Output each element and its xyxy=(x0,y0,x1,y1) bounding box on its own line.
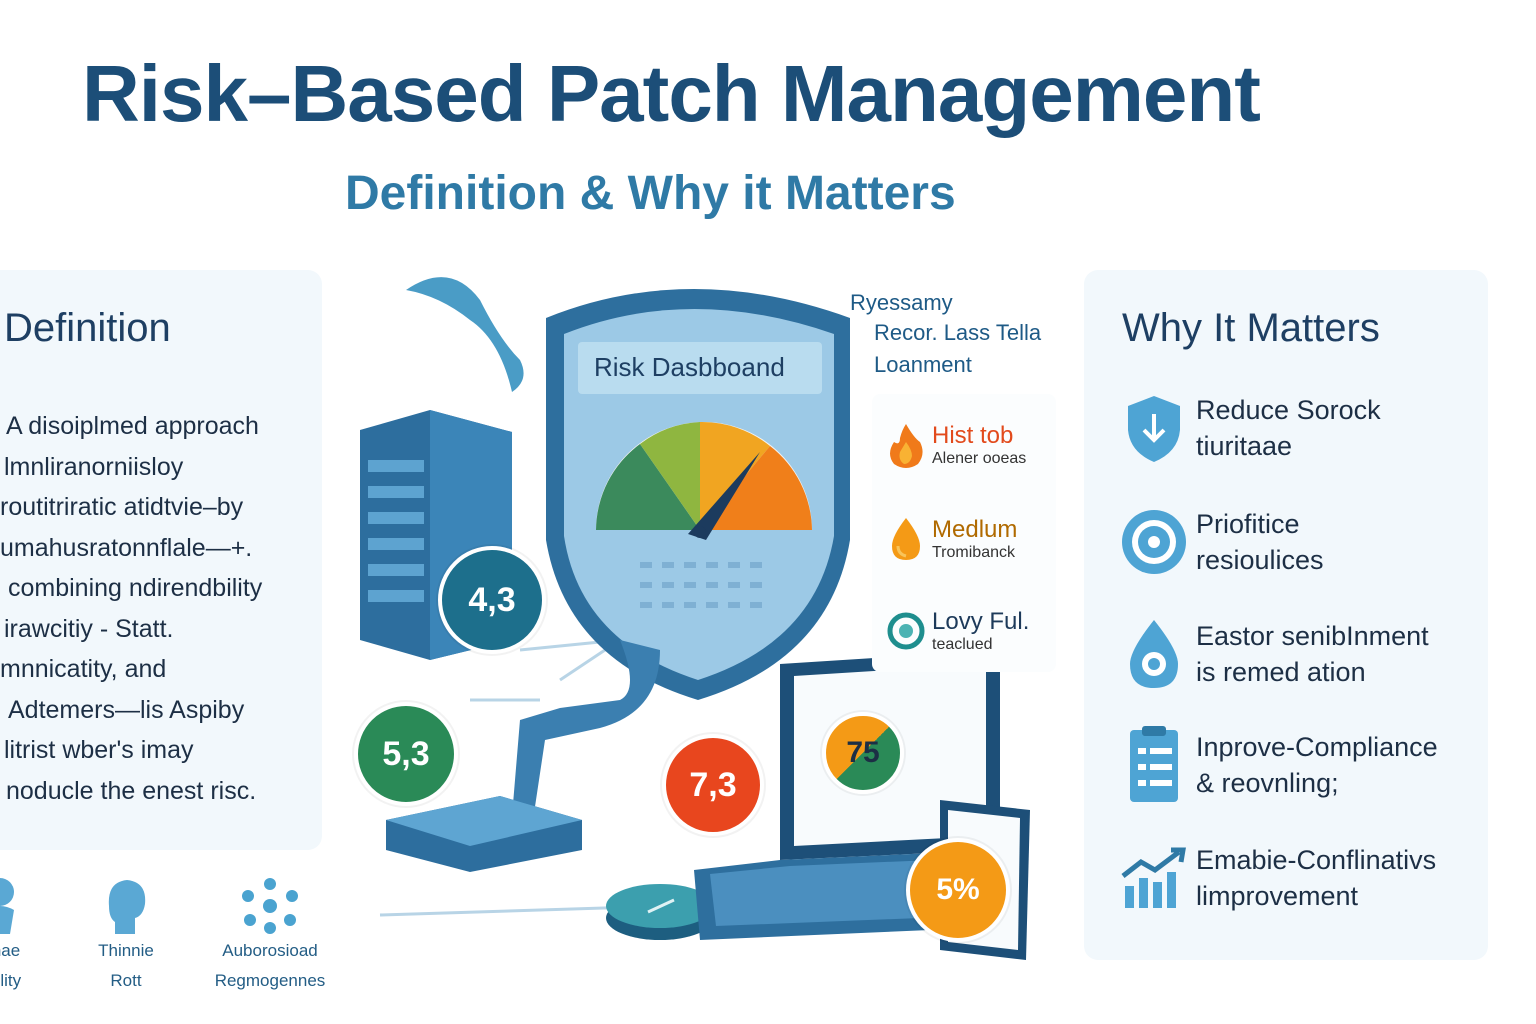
definition-line: mnnicatity, and xyxy=(0,655,167,683)
legend-item-sub: Alener ooeas xyxy=(932,450,1027,467)
shield-down-icon xyxy=(1128,396,1180,462)
why-item-2: Priofitice resioulices xyxy=(1112,506,1482,578)
recycle-icon xyxy=(887,612,925,650)
why-item-text: Emabie-Conflinativs xyxy=(1196,845,1437,875)
score-bubble-orange: 5% xyxy=(906,838,1010,942)
why-item-text: Priofitice xyxy=(1196,509,1300,539)
dashboard-label: Risk Dasbboand xyxy=(594,352,785,382)
why-item-text: Reduce Sorock xyxy=(1196,395,1381,425)
bottom-item-label: Rott xyxy=(110,971,142,990)
checklist-icon xyxy=(1130,726,1178,802)
growth-chart-icon xyxy=(1121,847,1186,908)
why-item-text: tiuritaae xyxy=(1196,431,1293,461)
network-icon xyxy=(242,878,298,934)
target-icon xyxy=(1122,510,1186,574)
why-panel xyxy=(1084,270,1488,960)
bottom-item-label: dlity xyxy=(0,971,22,990)
legend-item-high: Hist tob Alener ooeas xyxy=(884,420,1026,470)
definition-line: umahusratonnflale—+. xyxy=(0,533,253,562)
page-title: Risk–Based Patch Management xyxy=(82,49,1261,138)
why-item-1: Reduce Sorock tiuritaae xyxy=(1112,392,1482,464)
legend-item-low: Lovy Ful. teaclued xyxy=(884,606,1029,656)
legend-item-title: Medlum xyxy=(932,516,1018,543)
head-icon xyxy=(108,880,146,934)
why-item-text: & reovnling; xyxy=(1196,768,1339,798)
person-icon xyxy=(0,878,14,934)
drop-icon xyxy=(1130,620,1178,688)
puck-icon xyxy=(606,884,714,940)
definition-line: litrist wber's imay xyxy=(4,736,194,764)
definition-heading: Definition xyxy=(4,306,171,350)
definition-text: A disoiplmed approach lmnliranorniisloy … xyxy=(0,406,322,811)
why-heading: Why It Matters xyxy=(1122,306,1380,350)
why-item-3: Eastor senibInment is remed ation xyxy=(1112,616,1482,692)
bottom-item-label: nae xyxy=(0,941,21,960)
why-item-text: limprovement xyxy=(1196,881,1359,911)
bottom-item-label: Thinnie xyxy=(98,941,154,960)
score-bubble-green: 5,3 xyxy=(354,702,458,806)
bottom-item-2: Thinnie Rott xyxy=(56,876,196,996)
bottom-item-label: Auborosioad xyxy=(222,941,318,960)
definition-line: A disoiplmed approach xyxy=(6,412,259,440)
definition-line: irawcitiy - Statt. xyxy=(4,614,174,643)
why-item-text: is remed ation xyxy=(1196,657,1366,687)
why-item-text: resioulices xyxy=(1196,545,1324,575)
why-item-4: Inprove-Compliance & reovnling; xyxy=(1112,724,1482,806)
page-subtitle: Definition & Why it Matters xyxy=(345,167,956,220)
central-illustration xyxy=(360,277,1030,960)
why-item-text: Eastor senibInment xyxy=(1196,621,1429,651)
risk-gauge xyxy=(596,421,812,540)
bottom-item-1: nae dlity xyxy=(0,876,76,996)
stand-icon xyxy=(386,640,660,872)
definition-panel xyxy=(0,270,322,850)
legend-header-line: Ryessamy xyxy=(850,290,953,315)
legend-header-line: Recor. Lass Tella xyxy=(874,320,1042,345)
why-item-text: Inprove-Compliance xyxy=(1196,732,1438,762)
bottom-item-3: Auborosioad Regmogennes xyxy=(200,876,340,996)
definition-line: lmnliranorniisloy xyxy=(4,452,184,481)
score-bubble-red: 7,3 xyxy=(662,734,764,836)
definition-line: Adtemers—lis Aspiby xyxy=(8,695,245,724)
legend-item-sub: teaclued xyxy=(932,636,993,653)
legend-item-title: Lovy Ful. xyxy=(932,608,1030,635)
why-item-5: Emabie-Conflinativs limprovement xyxy=(1112,842,1482,914)
definition-line: combining ndirendbility xyxy=(8,574,263,602)
swoosh-decoration xyxy=(406,277,524,392)
legend-item-title: Hist tob xyxy=(932,422,1014,449)
legend-item-sub: Tromibanck xyxy=(932,544,1015,561)
legend-header-line: Loanment xyxy=(874,352,972,377)
flame-icon xyxy=(890,424,923,468)
bottom-item-label: Regmogennes xyxy=(214,971,326,990)
definition-line: noducle the enest risc. xyxy=(6,776,257,805)
definition-line: routitriratic atidtvie–by xyxy=(0,493,244,521)
drop-icon xyxy=(892,518,920,560)
legend-item-medium: Medlum Tromibanck xyxy=(884,514,1017,564)
score-bubble-laptop: 75 xyxy=(822,712,904,794)
score-bubble-teal: 4,3 xyxy=(438,546,546,654)
